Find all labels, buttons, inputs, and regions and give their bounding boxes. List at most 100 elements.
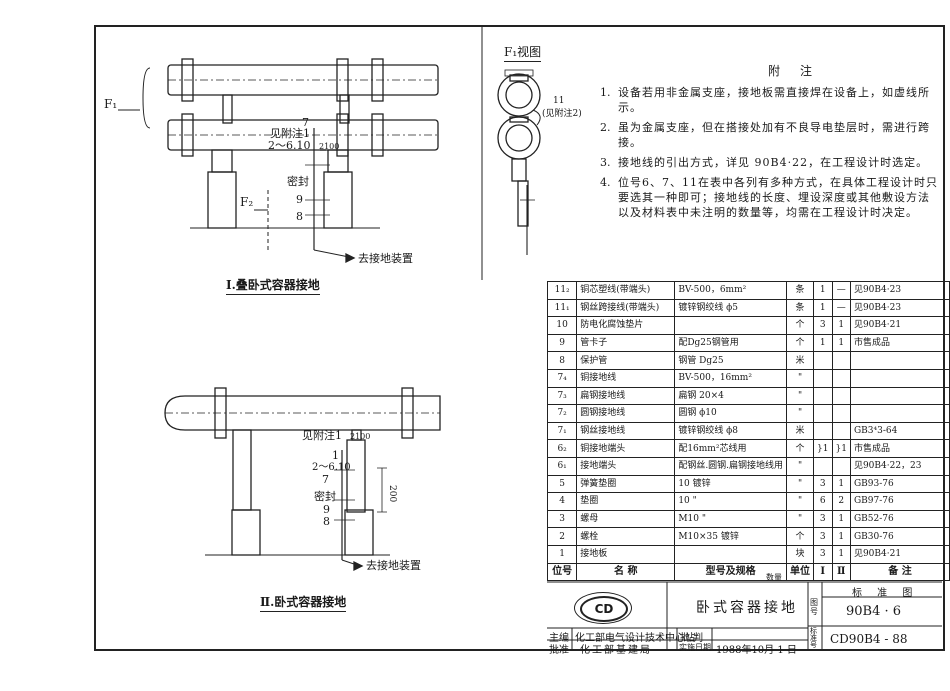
table-cell: 个 [786,316,815,335]
table-cell [813,456,833,476]
table-cell: 1 [831,527,851,546]
table-cell: 镀锌钢绞线 ϕ5 [674,298,788,318]
col-header: Ⅱ [831,562,851,582]
table-cell: " [786,474,815,494]
table-cell [849,368,950,388]
view2-callout-1: 1 [332,449,339,462]
table-cell: 7₃ [546,386,578,406]
table-cell: 3 [546,509,578,529]
std-label: 标 准 图 [852,588,919,599]
table-cell: 2 [546,527,578,546]
table-cell: 见90B4·23 [849,298,950,318]
table-cell: 铜接地线 [576,368,676,388]
table-cell: 保护管 [576,351,676,370]
table-cell [813,351,833,370]
table-cell: 接地板 [576,544,676,564]
table-cell: 1 [813,333,833,353]
table-cell: 1 [831,509,851,529]
view1-callout-seal: 密封 [287,175,309,188]
table-cell: 10 [546,316,578,335]
table-cell: 条 [786,298,815,318]
f1-view [497,69,541,255]
table-cell: 块 [786,544,815,564]
view1-to-ground: 去接地装置 [358,252,413,265]
table-cell [831,386,851,406]
col-header: 名 称 [576,562,676,582]
approver: 化工部基建局 [580,645,652,656]
table-cell [849,386,950,406]
table-cell: M10 " [674,509,788,529]
table-cell: 1 [813,298,833,318]
note-item: 4.位号6、7、11在表中各列有多种方式，在具体工程设计时只要选其一种即可；接地… [600,176,938,219]
table-cell [831,368,851,388]
table-cell [813,421,833,441]
view1-callout-range: 2～6.10 [268,139,311,152]
view2-callout-9: 9 [323,503,330,516]
view2-caption: Ⅱ.卧式容器接地 [260,593,347,612]
table-cell: }1 [831,439,851,458]
table-cell: 铜接地端头 [576,439,676,458]
std-no: CD90B4 - 88 [830,632,908,646]
table-cell: 防电化腐蚀垫片 [576,316,676,335]
table-cell: 扁钢 20×4 [674,386,788,406]
table-cell [849,351,950,370]
table-cell: 1 [831,544,851,564]
drawing-title: 卧式容器接地 [696,600,798,616]
table-cell [674,544,788,564]
approve-role: 批 判 [680,633,704,644]
notes-block: 附注 1.设备若用非金属支座，接地板需直接焊在设备上，如虚线所示。 2.虽为金属… [600,62,940,225]
table-cell: " [786,404,815,423]
table-cell: 1 [831,474,851,494]
col-header: 位号 [546,562,578,582]
table-cell: GB30-76 [849,527,950,546]
table-cell: 8 [546,351,578,370]
table-cell: 垫圈 [576,492,676,511]
view2-callout-range: 2～6.10 [312,462,351,473]
table-cell: 个 [786,333,815,353]
table-cell: GB93-76 [849,474,950,494]
table-cell [831,351,851,370]
table-cell: " [786,368,815,388]
table-cell [813,404,833,423]
f1-label: F₁ [104,97,118,111]
table-cell: 见90B4·22，23 [849,456,950,476]
title-block-lines [547,581,942,650]
cd-logo: CD [574,592,632,624]
table-cell: 4 [546,492,578,511]
table-cell: " [786,492,815,511]
table-cell: 扁钢接地线 [576,386,676,406]
table-cell: 钢丝跨接线(带端头) [576,298,676,318]
table-cell: 个 [786,439,815,458]
table-cell: " [786,386,815,406]
view1-callout-dim: 2100 [319,142,340,151]
table-cell: 管卡子 [576,333,676,353]
table-cell: 3 [813,316,833,335]
table-cell: 见90B4·21 [849,544,950,564]
table-cell: 配16mm²芯线用 [674,439,788,458]
table-cell: 铜芯塑线(带端头) [576,281,676,300]
table-cell [674,316,788,335]
view2-callout-8: 8 [323,515,330,528]
table-cell: 10 " [674,492,788,511]
table-cell: 接地端头 [576,456,676,476]
table-cell: 米 [786,351,815,370]
f1-callout-note2: (见附注2) [542,109,582,119]
compiler: 化工部电气设计技术中心站 [575,633,695,644]
table-cell: 条 [786,281,815,300]
table-cell: 螺母 [576,509,676,529]
table-cell: 3 [813,527,833,546]
table-cell: 1 [546,544,578,564]
table-cell: 3 [813,509,833,529]
table-cell: 7₄ [546,368,578,388]
view1-supports [118,67,380,264]
view1-lower-vessel [167,113,439,157]
table-cell: 镀锌钢绞线 ϕ8 [674,421,788,441]
table-cell: — [831,298,851,318]
